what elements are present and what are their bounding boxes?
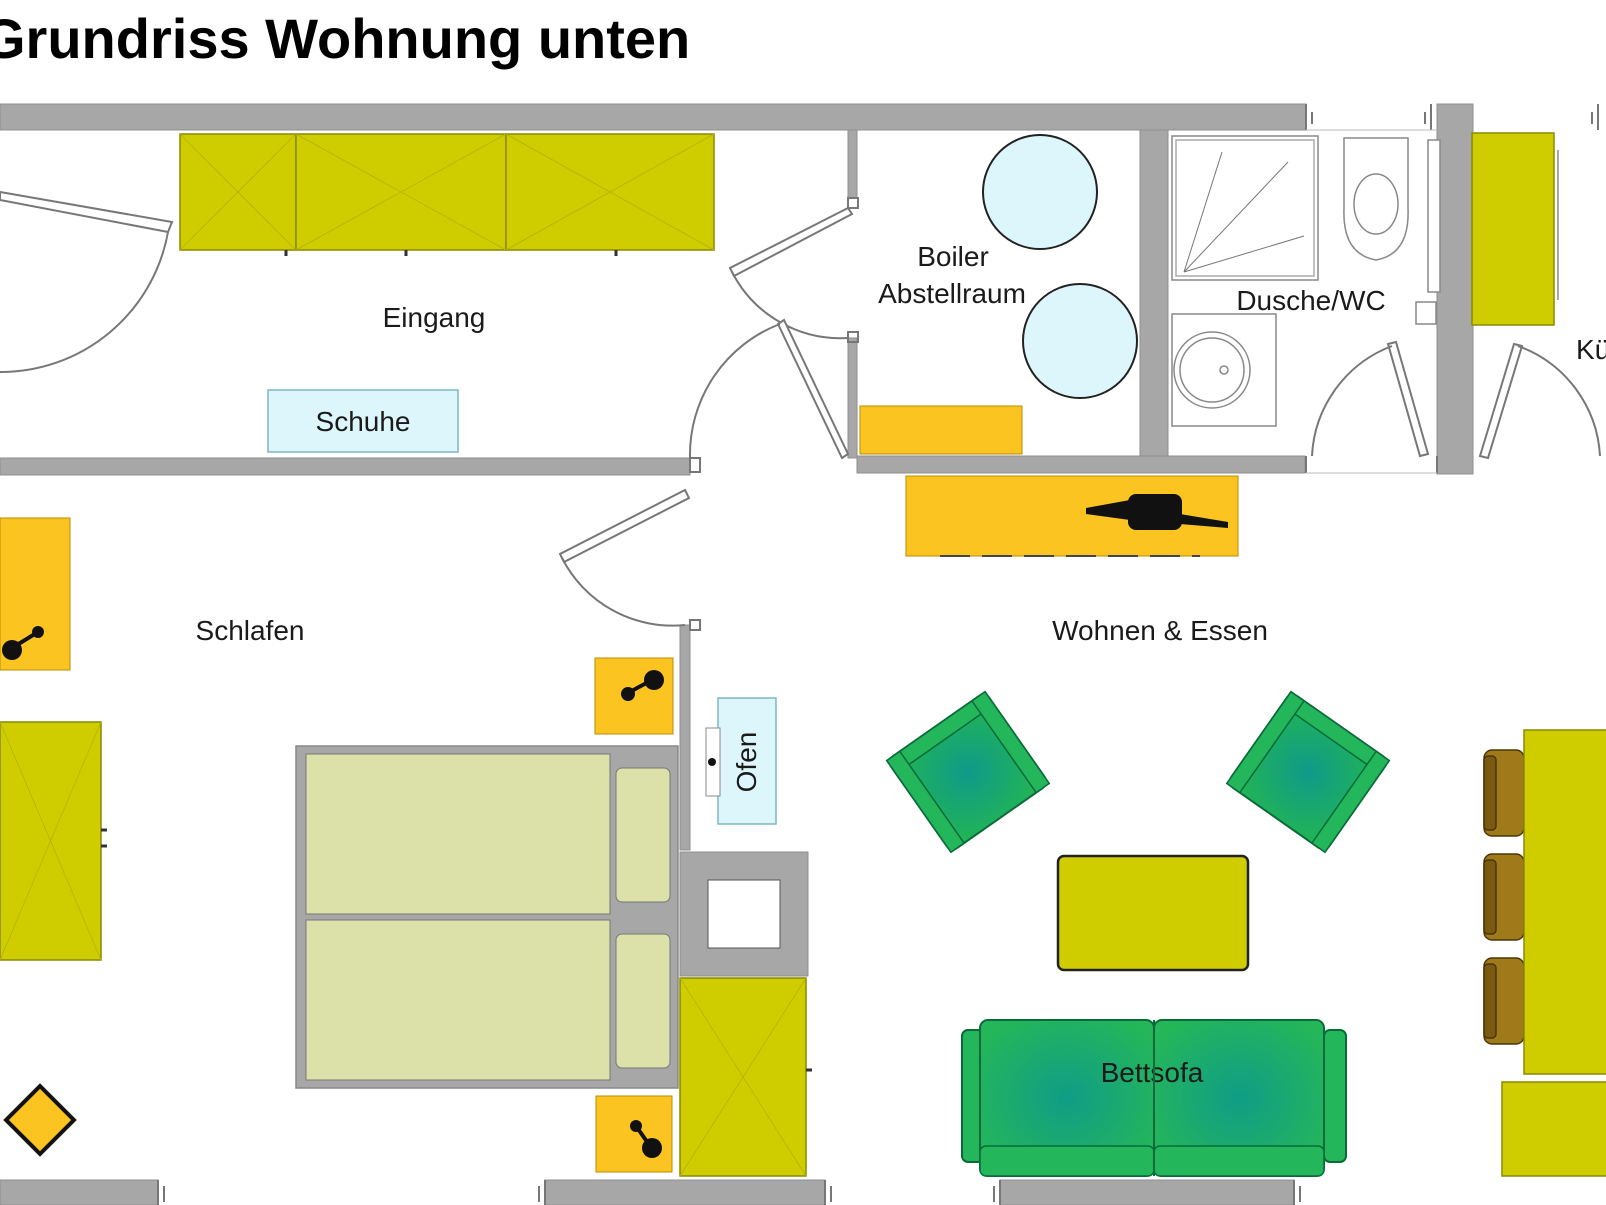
doors [0,190,1601,631]
label-schuhe: Schuhe [316,406,411,437]
hall-door-swing [688,323,781,459]
dining-chairs [1483,749,1525,1045]
entrance-door-swing [0,231,169,374]
dining-table [1523,729,1606,1075]
wall-bottom-1 [0,1179,159,1205]
boiler-tank-2 [1022,283,1138,399]
lamp-icon-bottom [630,1120,662,1158]
wc-door [1386,340,1430,458]
label-bettsofa: Bettsofa [1101,1057,1204,1088]
kitchen-door-swing [1517,345,1601,457]
coffee-table [1056,854,1250,972]
oven [717,697,777,825]
mattress-2 [305,919,611,1081]
chimney-opening [707,879,781,949]
storage-shelf [859,405,1023,455]
storage-door [728,206,854,278]
lamp-icon-left [2,626,44,660]
entrance-door [0,190,174,234]
tv-icon [1086,494,1228,530]
wall-top-left [0,103,1307,131]
window-markers [157,104,1599,1205]
wall-bottom-3 [999,1179,1295,1205]
pillow-2 [615,933,671,1069]
label-boiler: Boiler [917,241,989,272]
plant-icon [3,1083,77,1157]
kitchen-door [1478,342,1524,460]
double-bed [295,745,679,1089]
shoe-rack [267,389,459,453]
label-ofen: Ofen [731,732,762,793]
wall-storage-right [1139,129,1169,459]
wall-storage-left [847,129,858,199]
lamp-icon-top [621,670,664,701]
wall-storage-left-2 [847,337,858,459]
label-wohnen-essen: Wohnen & Essen [1052,615,1268,646]
armchair-right [1225,690,1391,854]
plan-title: Grundriss Wohnung unten [0,7,691,70]
sideboard [1501,1081,1606,1177]
wall-wc-kitchen [1436,103,1474,475]
sofa-bed [961,1019,1347,1177]
label-kueche: Kü [1576,334,1606,365]
label-dusche-wc: Dusche/WC [1236,285,1385,316]
wall-storage-bottom [856,455,1306,474]
label-abstellraum: Abstellraum [878,278,1026,309]
label-schlafen: Schlafen [196,615,305,646]
kitchen-counter [1471,132,1555,326]
hall-wardrobe [179,133,715,256]
room-labels: Eingang Schuhe Boiler Abstellraum Dusche… [196,241,1606,1088]
armchair-left [885,690,1051,854]
nightstand-bottom [595,1095,673,1173]
pillow-1 [615,767,671,903]
wc-door-swing [1311,345,1393,457]
wall-bed-living [679,624,691,851]
bathroom-fixtures [1171,135,1441,427]
bedroom-door-swing [561,557,686,627]
hall-door [776,318,850,460]
wall-bottom-2 [544,1179,826,1205]
walls [0,103,1474,1205]
storage-door-swing [731,271,849,340]
mattress-1 [305,753,611,915]
boiler-tank-1 [982,134,1098,250]
wall-hall-bottom [0,457,691,476]
bedroom-door [558,488,691,564]
label-eingang: Eingang [383,302,486,333]
boiler-tanks [982,134,1138,399]
